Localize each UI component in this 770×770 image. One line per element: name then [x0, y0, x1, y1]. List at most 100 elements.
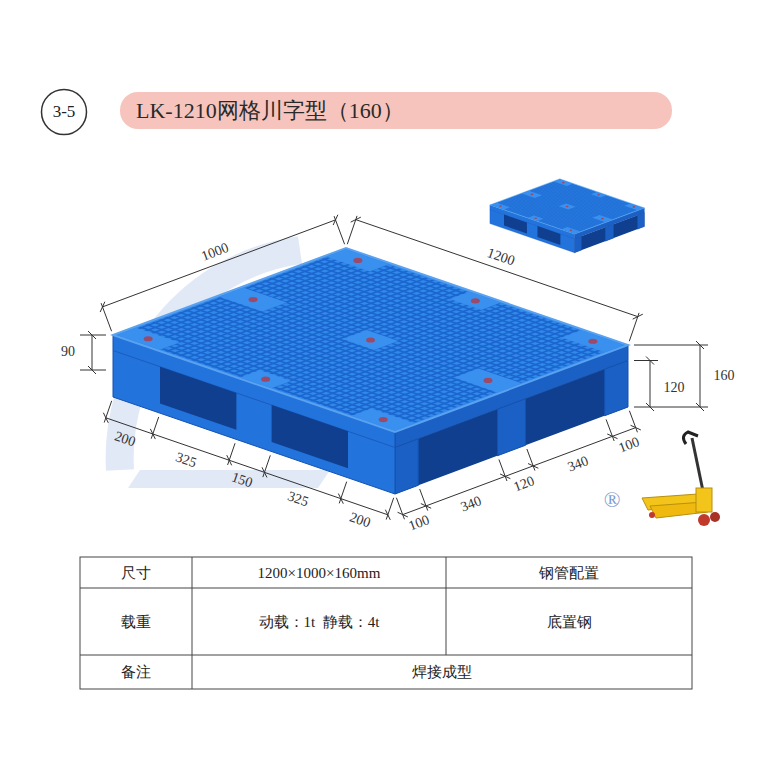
- grid-line: [320, 258, 602, 355]
- dimension-value: 160: [714, 368, 735, 383]
- grid-line: [144, 324, 426, 421]
- dimension-line: [106, 418, 388, 515]
- dimension-value: 90: [61, 344, 75, 359]
- pallet-runner: [498, 399, 526, 456]
- dimension-value: 340: [565, 453, 590, 475]
- dimension-value: 1200: [485, 245, 516, 269]
- dimension-tick: [696, 341, 704, 349]
- table-cell: 尺寸: [121, 564, 151, 581]
- grid-line: [157, 319, 439, 416]
- anti-slip-dot: [471, 298, 480, 303]
- pallet-runner: [605, 361, 628, 416]
- truck-wheel: [698, 514, 710, 526]
- anti-slip-dot: [588, 339, 597, 344]
- anti-slip-dot: [249, 297, 258, 302]
- deck-grid: [118, 250, 622, 431]
- dimension-tick: [696, 403, 704, 411]
- deck-pad: [219, 288, 286, 312]
- grid-line: [281, 272, 563, 369]
- table-rule: [80, 588, 692, 589]
- deck-pad: [240, 370, 291, 388]
- grid-line: [294, 267, 576, 364]
- table-cell: 焊接成型: [412, 664, 472, 681]
- anti-slip-dot: [484, 378, 493, 383]
- grid-line: [216, 297, 498, 394]
- truck-body: [696, 488, 712, 512]
- truck-wheel: [649, 512, 655, 518]
- dimension-lines: [80, 215, 708, 520]
- dimension-tick: [385, 510, 390, 520]
- anti-slip-dot: [144, 336, 153, 341]
- grid-line: [255, 282, 537, 379]
- dimension-line: [356, 220, 638, 317]
- grid-line: [176, 311, 458, 408]
- section-number: 3-5: [53, 102, 76, 122]
- hand-truck-icon: [642, 432, 720, 526]
- deck-pad: [326, 249, 389, 271]
- pallet-thumbnail: [490, 179, 645, 253]
- registered-mark: ®: [604, 488, 621, 512]
- dimension-value: 120: [512, 473, 537, 495]
- dimension-tick: [88, 366, 96, 374]
- anti-slip-dot: [353, 258, 362, 263]
- grid-line: [248, 285, 530, 382]
- grid-line: [313, 260, 595, 357]
- title: LK-1210网格川字型（160）: [136, 96, 404, 126]
- deck-pad: [454, 368, 521, 392]
- dimension-tick: [646, 357, 654, 365]
- title-band: [120, 92, 672, 129]
- deck-pad: [352, 408, 415, 430]
- anti-slip-dot: [366, 337, 375, 342]
- table-border: [80, 557, 692, 689]
- table-cell: 钢管配置: [539, 564, 599, 581]
- table-rule: [192, 557, 193, 689]
- deck-pad: [450, 292, 501, 310]
- circle-shape: [42, 90, 87, 135]
- extension-line: [386, 498, 393, 520]
- deck-pad: [343, 330, 399, 350]
- spec-table: [80, 557, 692, 689]
- extension-line: [396, 498, 404, 520]
- grid-line: [137, 326, 419, 423]
- truck-handle: [692, 438, 704, 496]
- dimension-value: 340: [458, 493, 483, 515]
- dimension-value: 200: [347, 509, 372, 530]
- watermark-bar: [128, 470, 330, 488]
- dimension-tick: [88, 331, 96, 339]
- grid-line: [183, 309, 465, 406]
- table-cell: 载重: [121, 613, 151, 630]
- pallet-opening: [272, 405, 348, 468]
- dimension-tick: [646, 403, 654, 411]
- deck-pad: [561, 330, 624, 352]
- grid-line: [170, 314, 452, 411]
- dimension-value: 325: [174, 450, 199, 471]
- grid-line: [307, 263, 589, 360]
- section-number-circle: 3-5: [40, 88, 88, 136]
- table-rule: [80, 655, 692, 656]
- pallet-deck: [113, 248, 628, 432]
- table-rule: [446, 557, 447, 655]
- table-cell: 动载：1t 静载：4t: [259, 613, 380, 630]
- grid-line: [268, 277, 550, 374]
- extension-line: [634, 360, 658, 361]
- dimension-line: [700, 345, 701, 407]
- pallet-opening: [160, 367, 236, 430]
- truck-wheel: [710, 512, 720, 522]
- table-cell: 1200×1000×160mm: [258, 564, 381, 581]
- grid-line: [163, 316, 445, 413]
- grid-line: [196, 304, 478, 401]
- grid-line: [274, 275, 556, 372]
- grid-line: [202, 302, 484, 399]
- grid-line: [300, 265, 582, 362]
- deck-pad: [117, 328, 180, 350]
- grid-line: [287, 270, 569, 367]
- pallet-illustration: [113, 248, 628, 494]
- truck-grip: [683, 432, 698, 444]
- pallet-runner: [395, 439, 418, 494]
- dimension-line: [403, 428, 636, 515]
- dimension-line: [650, 361, 651, 408]
- extension-line: [634, 345, 708, 346]
- extension-line: [634, 407, 708, 408]
- grid-line: [209, 299, 491, 396]
